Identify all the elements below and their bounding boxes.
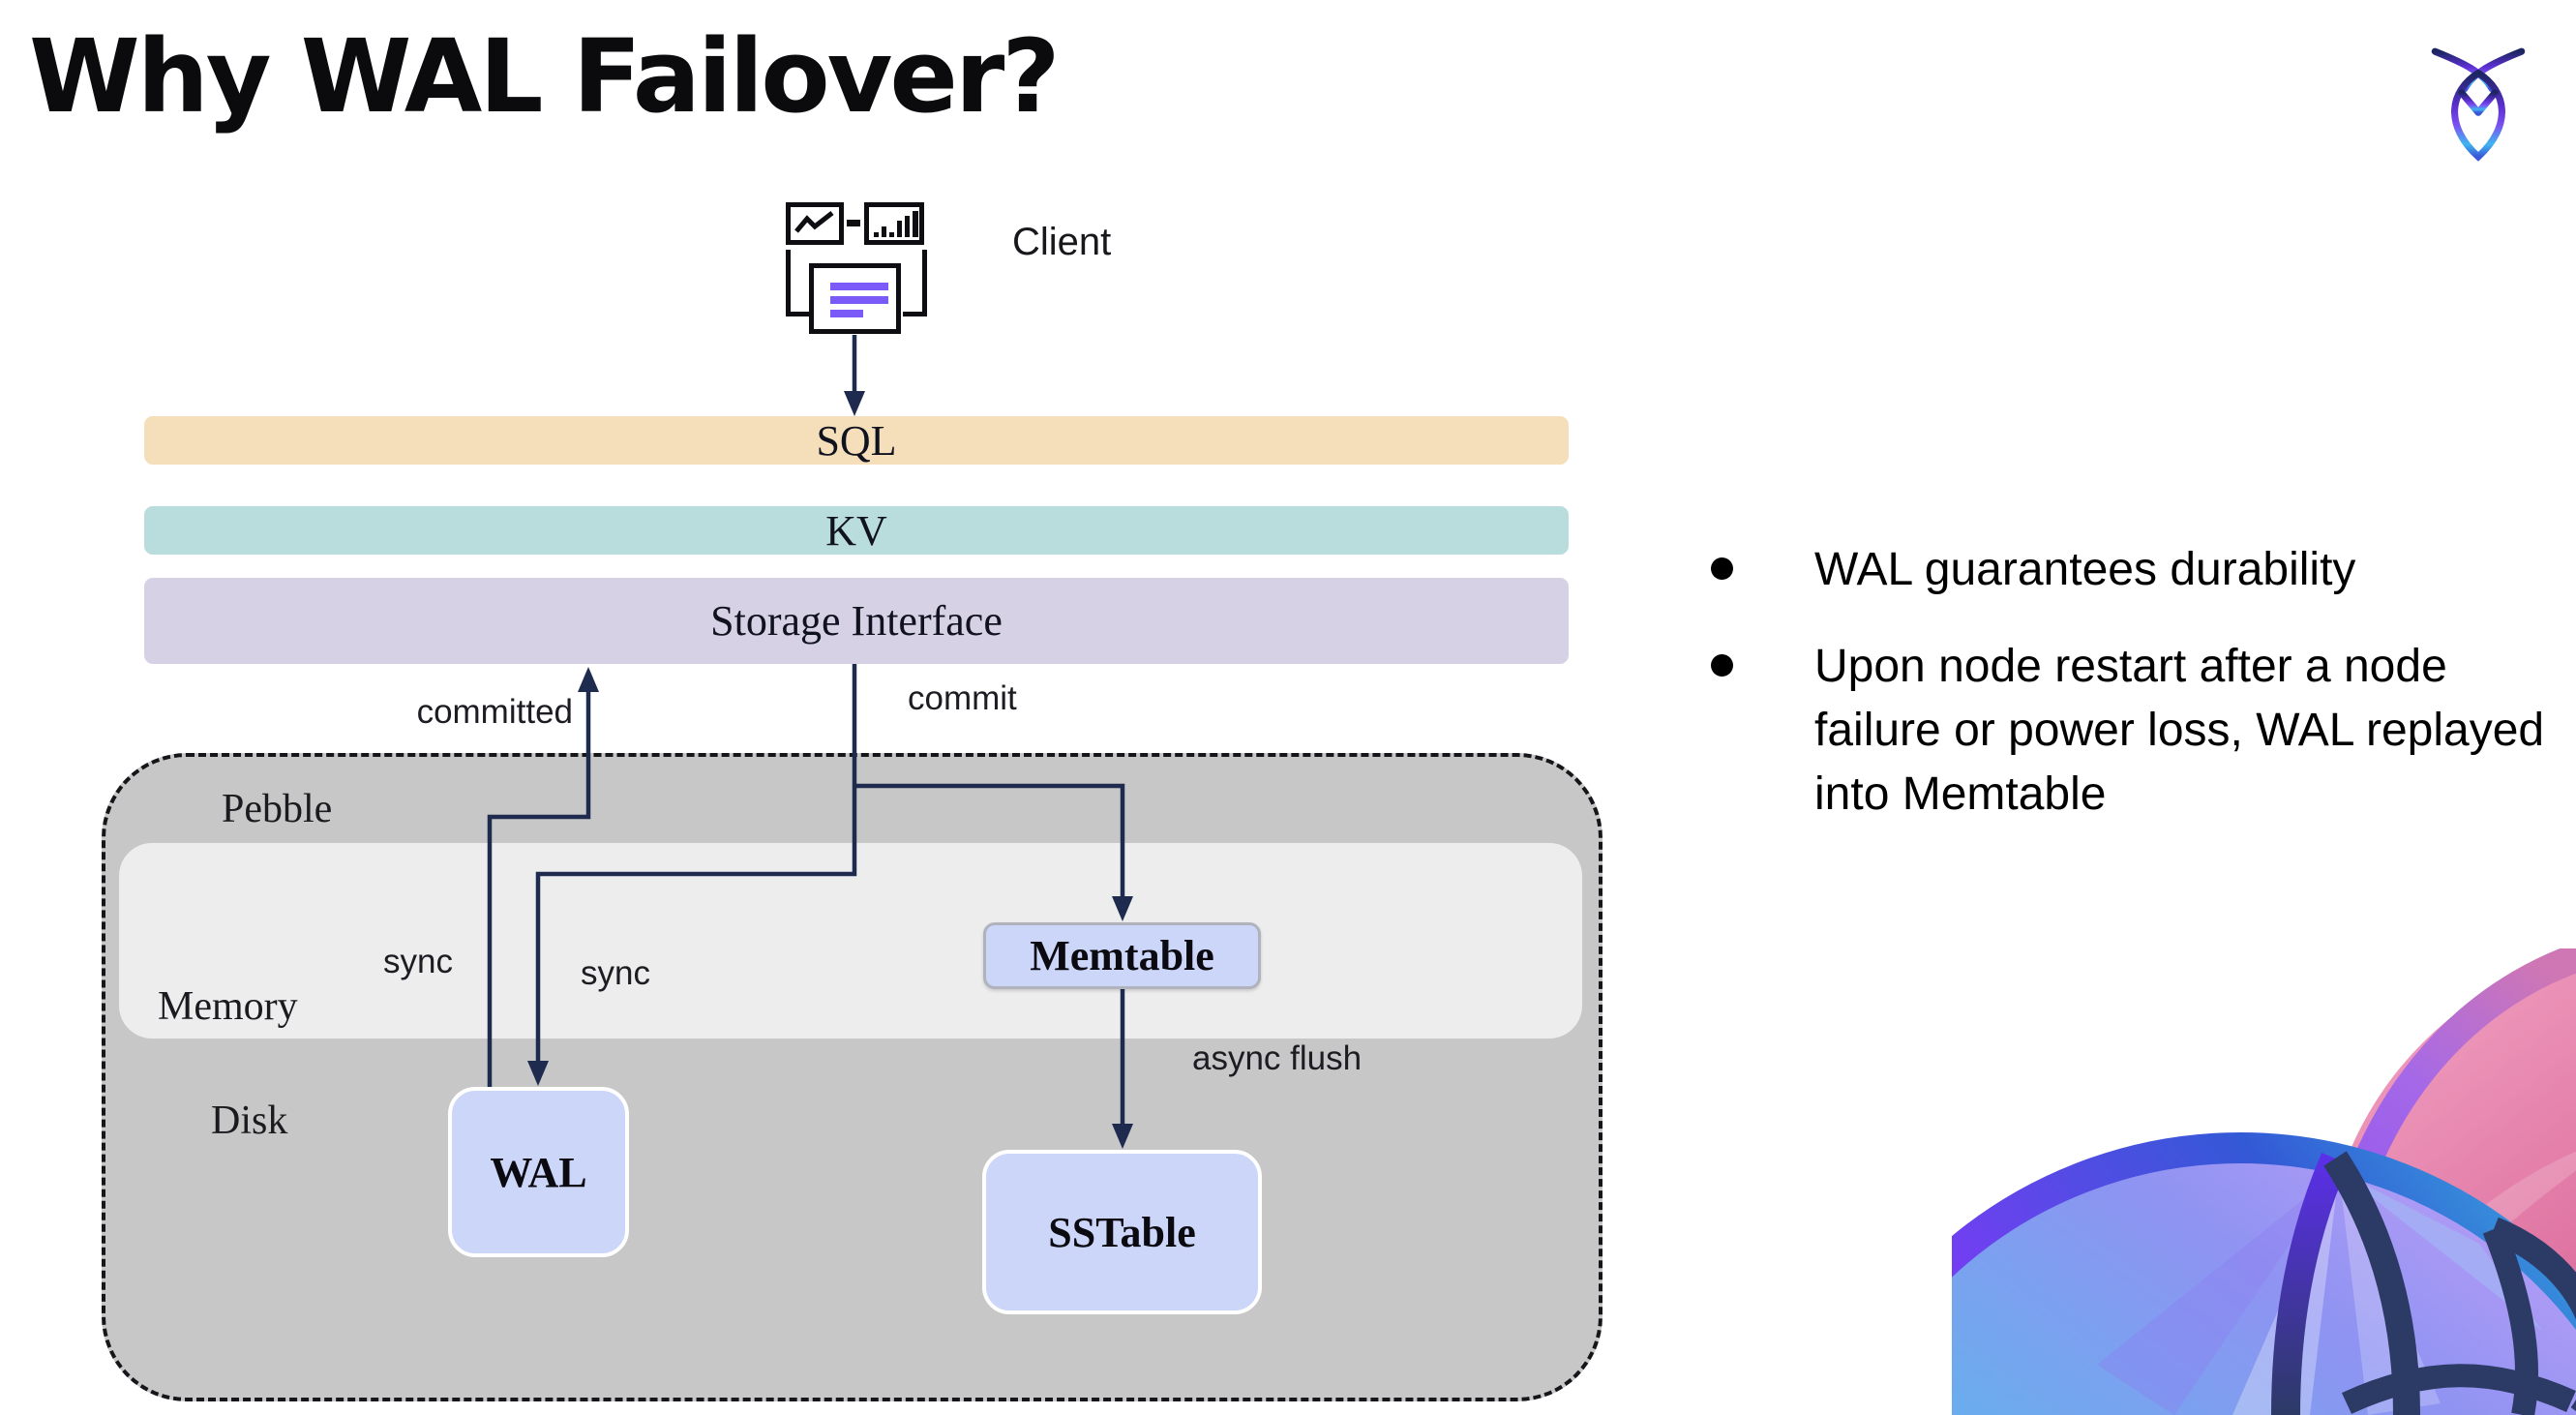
left-bracket-foot <box>786 312 810 316</box>
arrowhead-wal <box>527 1061 549 1086</box>
cockroachdb-logo-icon <box>2431 47 2526 162</box>
node-sstable: SSTable <box>982 1150 1262 1314</box>
layer-bar-kv: KV <box>144 506 1569 555</box>
arrowhead-committed <box>578 667 599 692</box>
list-item: WAL guarantees durability <box>1711 538 2572 602</box>
layer-label-sql: SQL <box>816 416 897 465</box>
document-icon <box>809 263 901 334</box>
bullet-text: Upon node restart after a node failure o… <box>1814 641 2545 820</box>
bullet-list: WAL guarantees durability Upon node rest… <box>1711 538 2572 859</box>
layer-bar-sql: SQL <box>144 416 1569 465</box>
memory-label: Memory <box>158 984 298 1029</box>
decorative-brand-art <box>1952 948 2576 1415</box>
edge-commit-to-wal-sync <box>535 664 857 1061</box>
node-memtable-label: Memtable <box>1030 932 1214 979</box>
arrowhead-sql <box>844 391 865 416</box>
edge-committed <box>487 691 591 1087</box>
edge-label-sync-right: sync <box>581 954 650 992</box>
edge-commit-to-memtable <box>854 783 1125 896</box>
edge-label-sync-left: sync <box>383 943 453 980</box>
node-memtable: Memtable <box>983 922 1261 989</box>
disk-label: Disk <box>211 1099 288 1143</box>
left-bracket <box>786 250 791 316</box>
layer-label-kv: KV <box>825 506 887 555</box>
bullet-icon <box>1711 557 1733 580</box>
client-device-icon <box>779 198 934 339</box>
layer-bar-storage-interface: Storage Interface <box>144 578 1569 664</box>
node-wal: WAL <box>448 1087 629 1257</box>
pebble-label: Pebble <box>222 787 333 831</box>
layer-label-storage-interface: Storage Interface <box>710 597 1003 645</box>
bullet-text: WAL guarantees durability <box>1814 544 2356 595</box>
edge-label-committed: committed <box>416 693 573 731</box>
edge-label-commit: commit <box>908 679 1017 717</box>
right-bracket-foot <box>903 312 927 316</box>
right-bracket <box>922 250 927 316</box>
node-wal-label: WAL <box>490 1148 587 1196</box>
dash-connector <box>847 220 860 226</box>
bar-chart-icon <box>864 202 924 245</box>
page-title: Why WAL Failover? <box>29 17 1061 135</box>
list-item: Upon node restart after a node failure o… <box>1711 635 2572 827</box>
client-label: Client <box>1012 221 1112 263</box>
arrowhead-sstable <box>1112 1124 1133 1149</box>
node-sstable-label: SSTable <box>1048 1208 1196 1256</box>
edge-label-async-flush: async flush <box>1192 1039 1363 1077</box>
line-chart-icon <box>786 202 844 245</box>
bullet-icon <box>1711 654 1733 677</box>
arrowhead-memtable <box>1112 896 1133 921</box>
